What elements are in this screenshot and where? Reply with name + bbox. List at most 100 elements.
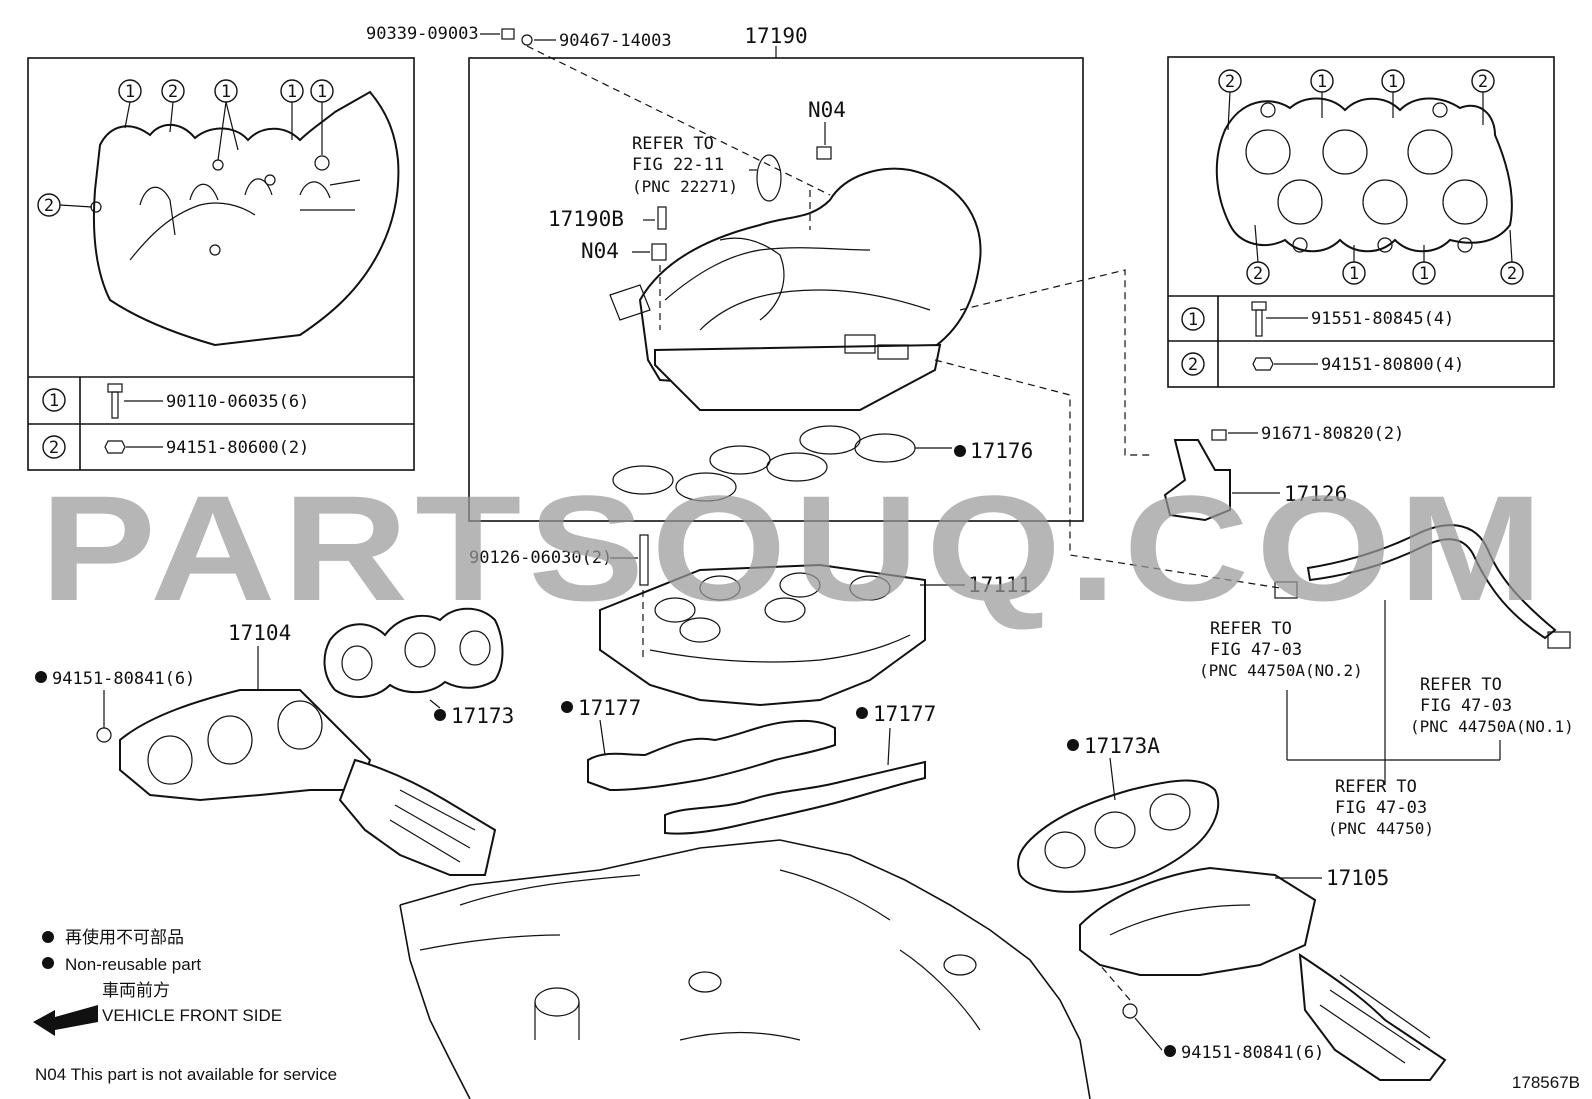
marker-2-label: 2 — [168, 82, 178, 102]
gasket-17173: 17173 — [323, 607, 514, 728]
clip-icon — [1547, 631, 1571, 649]
nonreusable-jp: 再使用不可部品 — [65, 927, 184, 947]
gasket-17173a: 17173A — [1017, 734, 1220, 893]
non-reusable-dot — [1164, 1045, 1176, 1057]
legend-marker-1-label: 1 — [49, 391, 59, 411]
n04-note: N04 This part is not available for servi… — [35, 1065, 337, 1084]
exhaust-manifold-17104: 17104 94151-80841(6) — [35, 621, 497, 876]
assembly-17190-label: 17190 — [744, 24, 807, 48]
bracket-17126-label: 17126 — [1284, 482, 1347, 506]
nut-left-label: 94151-80841(6) — [52, 669, 195, 689]
gasket-17173-label: 17173 — [451, 704, 514, 728]
legend-marker-1-label: 1 — [1188, 310, 1198, 330]
nut-icon — [96, 727, 112, 743]
intake-plenum-drawing — [609, 167, 982, 411]
bracket-17126: 91671-80820(2) 17126 — [1163, 424, 1404, 522]
left-nut-part-number: 94151-80600(2) — [166, 438, 309, 458]
marker-1-label: 1 — [125, 82, 135, 102]
front-jp: 車両前方 — [102, 981, 170, 1000]
n04-top-icon — [816, 146, 832, 160]
refer-no1-line1: REFER TO — [1420, 675, 1502, 695]
refer-22-line1: REFER TO — [632, 134, 714, 154]
left-inset-manifold-drawing — [90, 90, 400, 347]
watermark: PARTSOUQ.COM — [40, 464, 1550, 632]
figure-id: 178567B — [1512, 1073, 1580, 1092]
cap-part-number: 90339-09003 — [366, 24, 479, 44]
refer-no2-line1: REFER TO — [1210, 619, 1292, 639]
n04-mid-icon — [651, 243, 667, 261]
refer-main-line1: REFER TO — [1335, 777, 1417, 797]
bolt-icon — [1251, 301, 1267, 337]
marker-1-label: 1 — [287, 82, 297, 102]
non-reusable-dot — [42, 957, 54, 969]
legend-marker-2 — [42, 435, 66, 459]
legend-marker-1 — [1181, 307, 1205, 331]
nonreusable-en: Non-reusable part — [65, 955, 201, 974]
valve-17190b-label: 17190B — [548, 207, 624, 231]
gasket-17177-b-label: 17177 — [873, 702, 936, 726]
non-reusable-dot — [954, 445, 966, 457]
clip-part-number: 90467-14003 — [559, 31, 672, 51]
marker-2-label: 2 — [1507, 264, 1517, 284]
refer-22-line3: (PNC 22271) — [632, 177, 738, 196]
right-inset-gasket-drawing — [1215, 97, 1513, 253]
non-reusable-dot — [35, 671, 47, 683]
nut-icon — [1252, 357, 1274, 371]
nut-right-label: 94151-80841(6) — [1181, 1043, 1324, 1063]
marker-2-label: 2 — [1253, 264, 1263, 284]
right-bolt-part-number: 91551-80845(4) — [1311, 309, 1454, 329]
bolt-icon — [107, 383, 123, 419]
stud-icon — [639, 534, 649, 586]
engine-block-outline — [399, 839, 1091, 1099]
non-reusable-dot — [434, 709, 446, 721]
cap-icon — [501, 28, 515, 40]
stud-90126-label: 90126-06030(2) — [469, 548, 612, 568]
inset-left: 1 2 1 1 1 2 1 90110-06035(6) — [27, 57, 415, 471]
filter-icon — [756, 154, 782, 202]
marker-1-label: 1 — [1388, 72, 1398, 92]
refer-22-line2: FIG 22-11 — [632, 155, 724, 175]
refer-main-line2: FIG 47-03 — [1335, 798, 1427, 818]
gasket-17177-a-label: 17177 — [578, 696, 641, 720]
bolt-91671-label: 91671-80820(2) — [1261, 424, 1404, 444]
legend-marker-2 — [1181, 352, 1205, 376]
non-reusable-dot — [1067, 739, 1079, 751]
refer-no2-line3: (PNC 44750A(NO.2) — [1199, 661, 1363, 680]
gasket-17177-left: 17177 — [561, 696, 836, 792]
intake-manifold-17111: 90126-06030(2) 17111 — [469, 534, 1031, 707]
refer-no2-line2: FIG 47-03 — [1210, 640, 1302, 660]
manifold-17111-label: 17111 — [968, 573, 1031, 597]
marker-2-label: 2 — [1225, 72, 1235, 92]
inset-right: 2 1 1 2 2 1 1 2 1 — [1167, 56, 1555, 388]
non-reusable-dot — [42, 931, 54, 943]
non-reusable-dot — [856, 707, 868, 719]
legend-marker-2-label: 2 — [1188, 355, 1198, 375]
nut-icon — [1122, 1003, 1138, 1019]
manifold-17104-label: 17104 — [228, 621, 291, 645]
arrow-left-icon — [33, 1005, 98, 1036]
clip-icon — [521, 34, 533, 46]
marker-2-label: 2 — [44, 196, 54, 216]
bolt-icon — [1211, 429, 1227, 441]
assembly-17190-box: 17190 90339-09003 90467-14003 N04 REFER … — [366, 24, 1084, 522]
clip-icon — [1274, 581, 1298, 599]
right-nut-part-number: 94151-80800(4) — [1321, 355, 1464, 375]
marker-1-label: 1 — [317, 82, 327, 102]
marker-1-label: 1 — [1349, 264, 1359, 284]
refer-no1-line2: FIG 47-03 — [1420, 696, 1512, 716]
marker-2-label: 2 — [1478, 72, 1488, 92]
nut-icon — [104, 440, 126, 454]
refer-main-line3: (PNC 44750) — [1328, 819, 1434, 838]
gasket-17177-right: 17177 — [664, 702, 936, 835]
exhaust-manifold-17105: 17105 94151-80841(6) — [1079, 866, 1447, 1081]
hose-44750 — [1274, 524, 1571, 649]
left-bolt-part-number: 90110-06035(6) — [166, 392, 309, 412]
front-en: VEHICLE FRONT SIDE — [102, 1006, 282, 1025]
legend-marker-1 — [42, 388, 66, 412]
left-inset-markers: 1 2 1 1 1 2 — [37, 79, 334, 217]
legend: 再使用不可部品 Non-reusable part 車両前方 VEHICLE F… — [33, 927, 337, 1084]
non-reusable-dot — [561, 701, 573, 713]
marker-1-label: 1 — [1317, 72, 1327, 92]
refer-no1-line3: (PNC 44750A(NO.1) — [1410, 717, 1574, 736]
